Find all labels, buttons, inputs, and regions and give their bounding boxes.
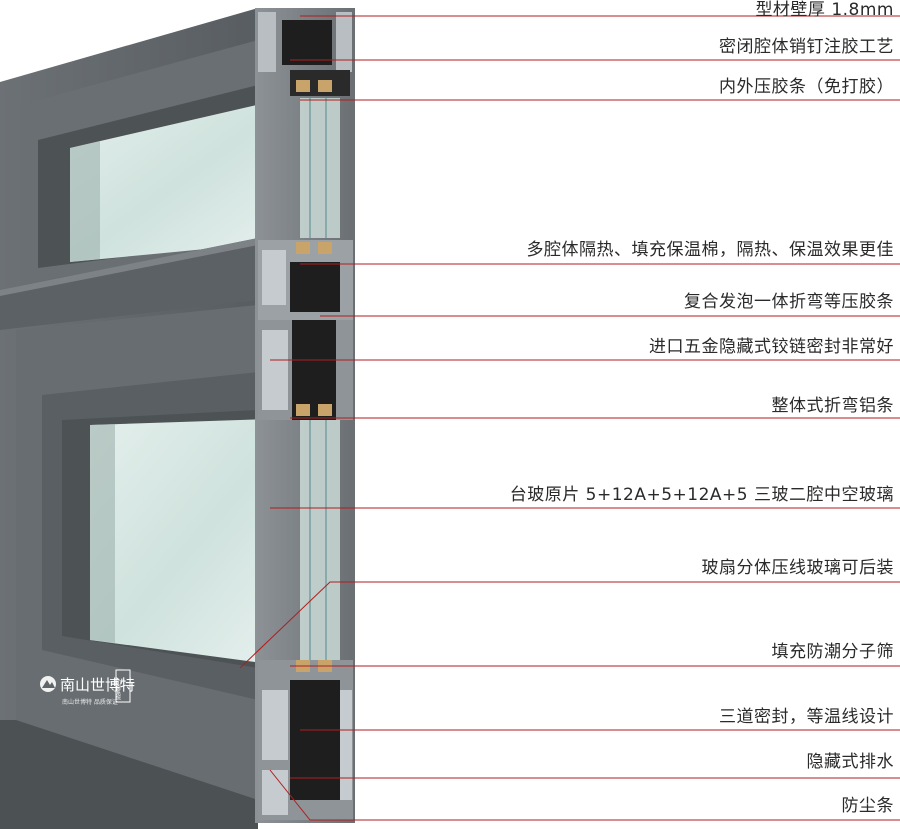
label-glass-spec: 台玻原片 5+12A+5+12A+5 三玻二腔中空玻璃 bbox=[509, 485, 894, 505]
transom-top bbox=[0, 238, 258, 296]
label-multi-cavity: 多腔体隔热、填充保温棉，隔热、保温效果更佳 bbox=[526, 240, 894, 260]
label-molecular-sieve: 填充防潮分子筛 bbox=[771, 642, 894, 662]
thermal-break-mid bbox=[290, 262, 340, 312]
thermal-break-top bbox=[282, 20, 332, 65]
brand-logo bbox=[40, 676, 56, 692]
label-dust-strip: 防尘条 bbox=[841, 796, 894, 816]
label-imported-hardware: 进口五金隐藏式铰链密封非常好 bbox=[649, 337, 894, 357]
transom-bar bbox=[0, 238, 258, 330]
label-sash-bead-glass: 玻扇分体压线玻璃可后装 bbox=[701, 558, 894, 578]
brand-badge-box bbox=[115, 669, 131, 703]
lower-glass-shadow bbox=[90, 424, 115, 643]
label-inner-outer-gasket: 内外压胶条（免打胶） bbox=[719, 77, 894, 97]
label-hidden-drainage: 隐藏式排水 bbox=[806, 752, 894, 772]
label-wall-thickness: 型材壁厚 1.8mm bbox=[755, 0, 894, 20]
label-triple-seal: 三道密封，等温线设计 bbox=[719, 707, 894, 727]
thermal-break-bottom bbox=[290, 680, 340, 800]
brand-tagline: 南山世博特 品质保证 bbox=[62, 698, 118, 706]
upper-glass bbox=[70, 95, 300, 262]
brand-name: 南山世博特 bbox=[60, 676, 135, 694]
hinge-gasket bbox=[292, 320, 336, 420]
sash-bottom-edge bbox=[0, 720, 258, 829]
upper-glass-shadow bbox=[70, 141, 100, 262]
label-sealed-cavity: 密闭腔体销钉注胶工艺 bbox=[719, 37, 894, 57]
brand-badge: 门窗系统 bbox=[115, 679, 121, 701]
leader-lines bbox=[239, 15, 900, 821]
label-composite-foam-gasket: 复合发泡一体折弯等压胶条 bbox=[684, 292, 894, 312]
label-integral-bent-aluminum: 整体式折弯铝条 bbox=[771, 396, 894, 416]
lower-glass bbox=[90, 418, 300, 668]
spacer-top bbox=[296, 80, 310, 92]
